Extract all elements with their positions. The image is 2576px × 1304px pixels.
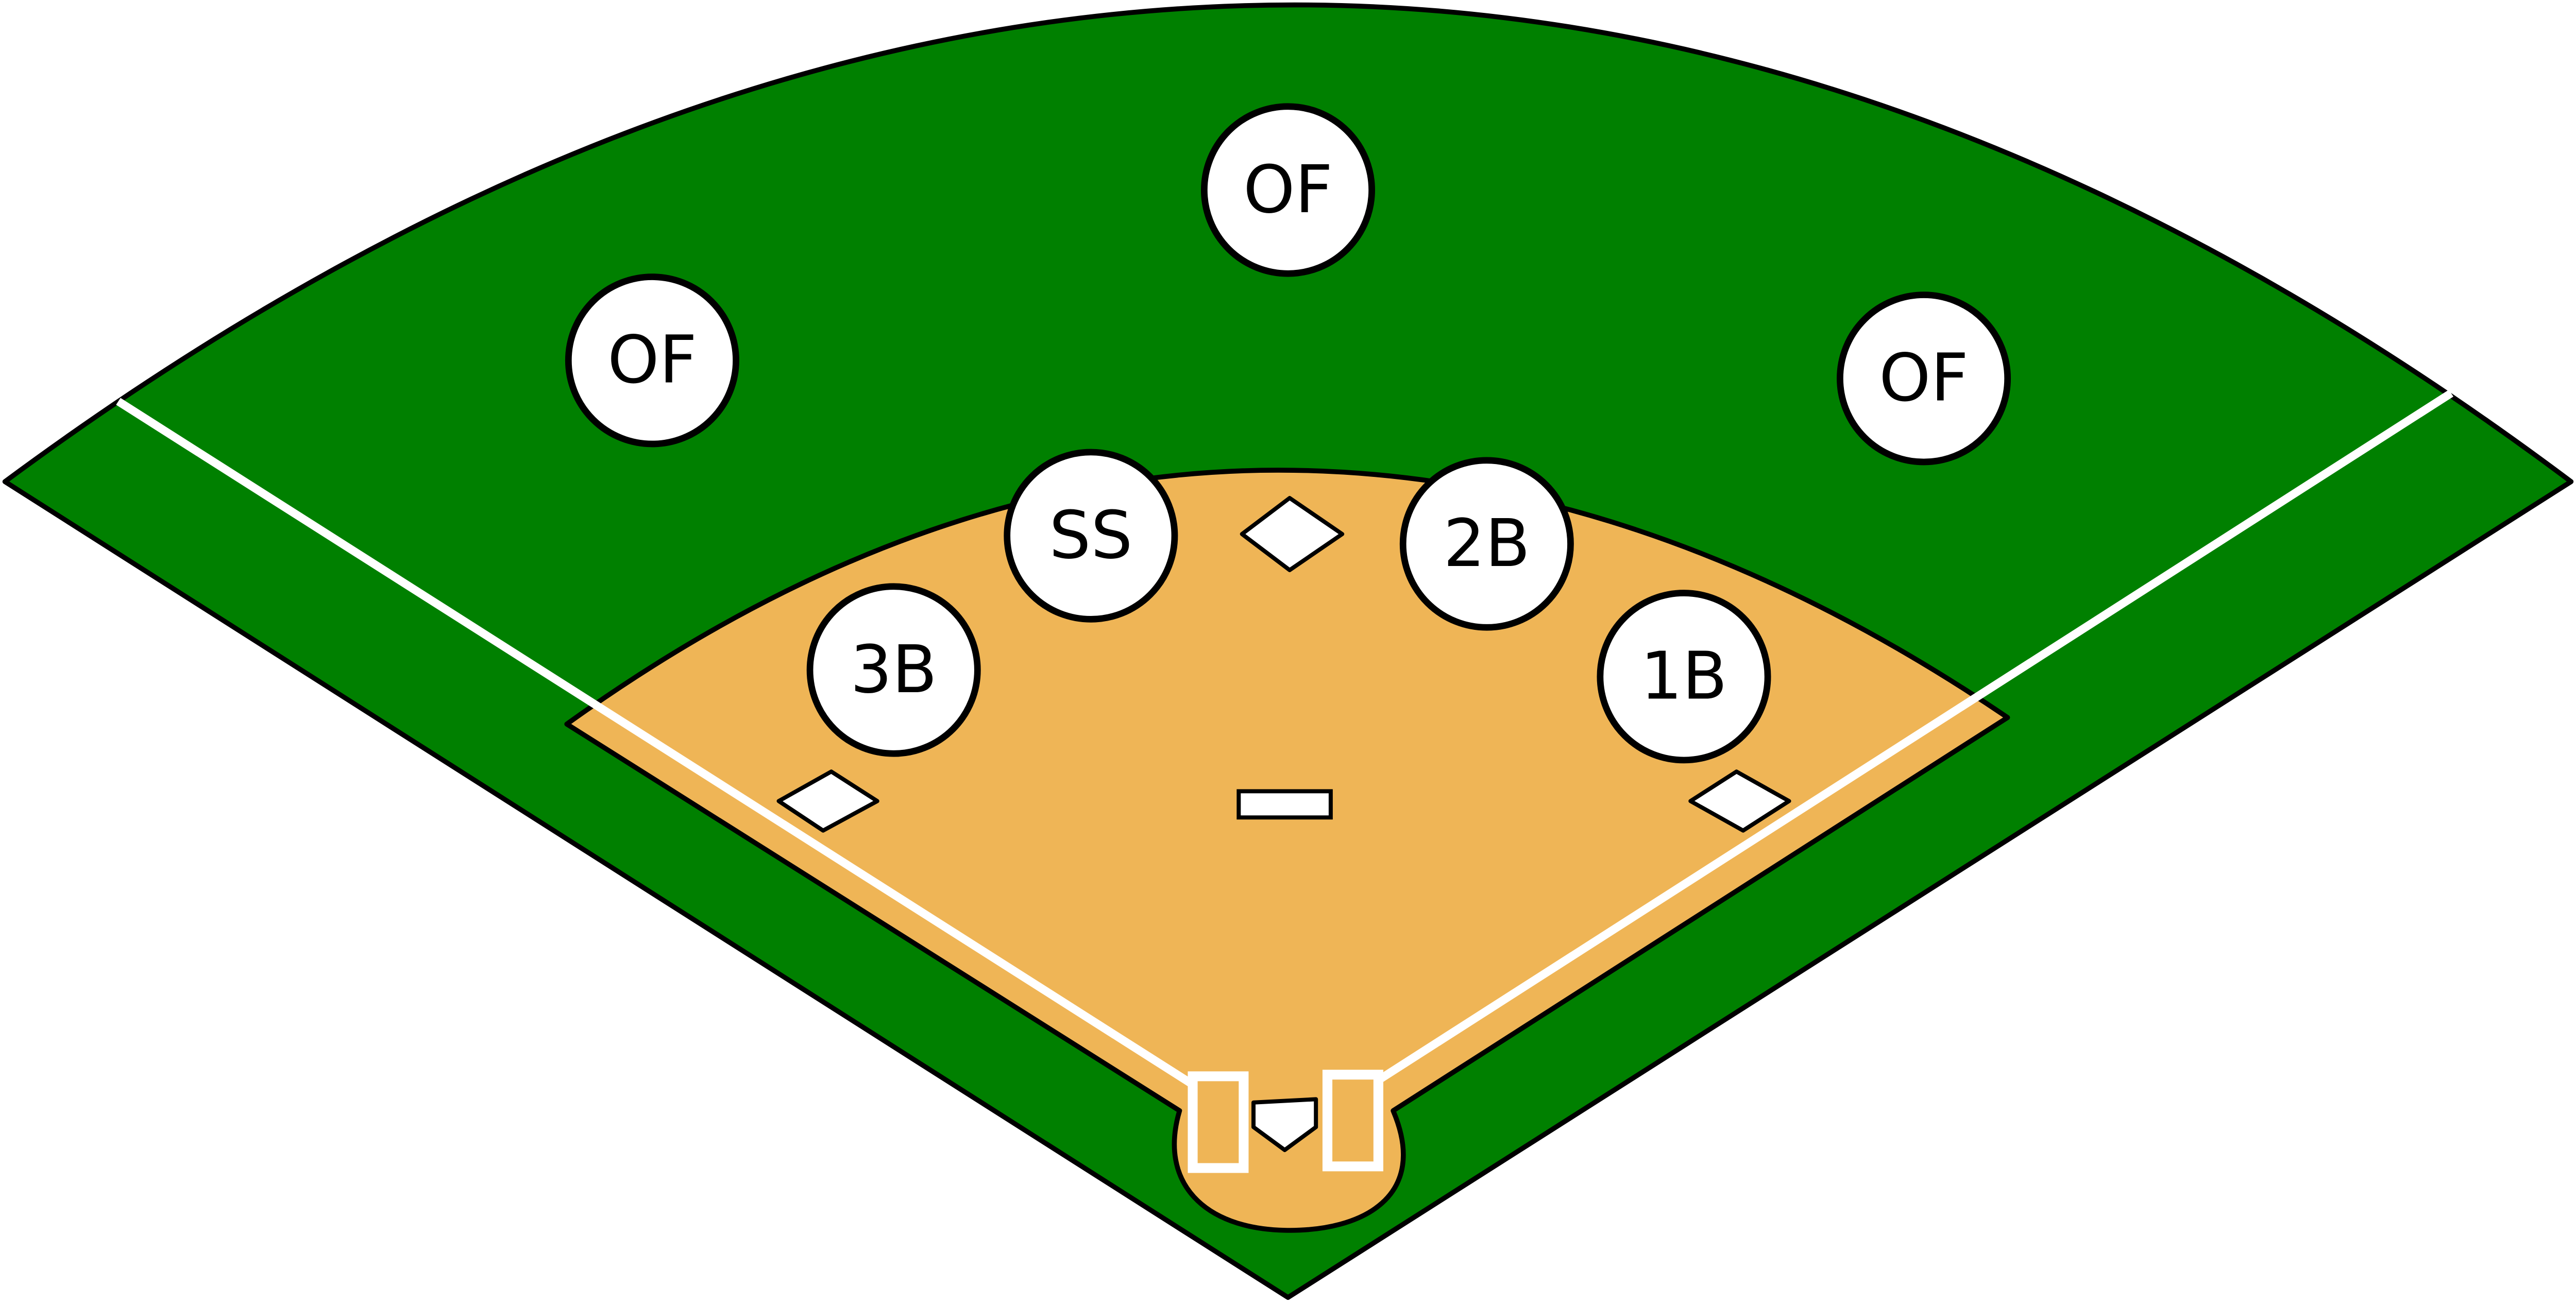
second-baseman-circle <box>1399 457 1574 631</box>
shortstop-label: SS <box>1049 497 1132 574</box>
center-fielder-label: OF <box>1243 152 1333 228</box>
third-baseman-label: 3B <box>850 632 937 708</box>
second-baseman-marker: 2B <box>1399 457 1574 631</box>
center-fielder-marker: OF <box>1200 103 1376 277</box>
third-baseman-circle <box>806 583 981 757</box>
first-baseman-label: 1B <box>1640 639 1727 715</box>
second-base <box>1240 496 1345 572</box>
right-fielder-marker: OF <box>1837 291 2011 466</box>
right-batters-box <box>1322 1070 1383 1172</box>
shortstop-circle <box>1004 449 1178 623</box>
shortstop-marker: SS <box>1004 449 1178 623</box>
pitchers-rubber <box>1236 789 1333 820</box>
second-baseman-label: 2B <box>1444 506 1531 582</box>
left-batters-box <box>1188 1071 1249 1173</box>
third-baseman-marker: 3B <box>806 583 981 757</box>
center-fielder-circle <box>1200 103 1376 277</box>
home-plate <box>1251 1097 1318 1152</box>
left-fielder-marker: OF <box>565 273 739 448</box>
right-fielder-circle <box>1837 291 2011 466</box>
right-fielder-label: OF <box>1879 340 1969 417</box>
third-base <box>776 769 879 833</box>
third-base-foul-line <box>116 398 1195 1088</box>
first-base-foul-line <box>1374 389 2453 1085</box>
first-baseman-circle <box>1597 590 1771 764</box>
left-fielder-label: OF <box>607 322 697 399</box>
left-fielder-circle <box>565 273 739 448</box>
first-baseman-marker: 1B <box>1597 590 1771 764</box>
first-base <box>1688 769 1791 833</box>
